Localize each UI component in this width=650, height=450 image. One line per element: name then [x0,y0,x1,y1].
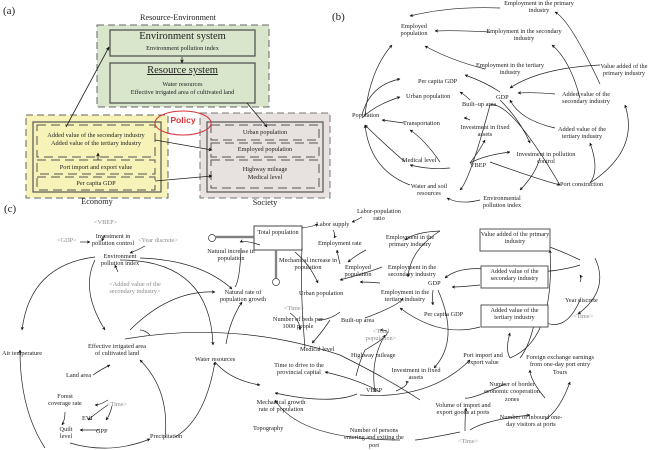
resource-system-title: Resource system [147,65,218,76]
b-investment-pollution-control: Investment in pollution control [516,151,576,166]
water-resources: Water resources [162,81,203,88]
society-region [199,112,331,199]
c-volume-goods: Volume of import and export goods at por… [435,402,491,417]
c-mechanical-growth-rate: Mechanical growth rate of population [256,399,306,414]
b-population: Population [352,112,380,119]
panel-c-label: (c) [4,203,17,215]
c-time-shadow2: <Time> [573,313,594,320]
c-added-value-secondary[interactable]: Added value of the secondary industry [490,268,539,283]
economy-item-gdp: Per capita GDP [76,180,116,187]
c-env-pollution-index: Environment pollution index [100,253,140,268]
c-foreign-exchange: Foreign exchange earnings from one-day p… [526,354,594,376]
c-inbound-visitors: Number of inbound one-day visitors at po… [499,414,563,429]
panel-b-label: (b) [332,11,345,23]
b-added-value-tertiary: Added value of the tertiary industry [557,126,607,141]
society-item-urban: Urban population [242,129,288,136]
c-gdp: GDP [428,280,441,287]
c-topography: Topography [253,425,284,432]
b-employed-population: Employed population [400,23,428,38]
c-natural-rate-growth: Natural rate of population growth [219,289,267,304]
c-gdp-shadow: <GDP> [57,237,77,244]
c-year-discrete: Year discrete [565,297,598,304]
society-item-medical: Medical level [247,174,283,181]
society-item-highway: Highway mileage [242,166,288,173]
c-port-import-export: Port import and export value [463,352,503,367]
c-persons-port: Number of persons entering and exiting t… [344,427,404,449]
c-gpp: GPP [96,428,108,435]
b-employment-primary: Employment in the primary industry [504,0,574,15]
c-time-shadow3: <Time> [107,401,128,408]
b-employment-secondary: Employment in the secondary industry [486,28,562,43]
c-precipitation: Precipitation [150,433,183,440]
b-water-soil: Water and soil resources [410,183,448,198]
b-employment-tertiary: Employment in the tertiary industry [475,62,545,77]
environment-pollution-index: Environment pollution index [146,45,219,52]
b-gdp: GDP [496,94,509,101]
c-beds: Number of beds per 1000 people [272,316,324,331]
c-employment-secondary: Employment in the secondary industry [387,264,437,279]
b-port-construction: Port construction [560,181,604,188]
c-investment-pollution: Investment in pollution control [91,233,135,248]
c-vbep: VBEP [366,387,383,394]
c-evi: EVI [82,415,93,422]
c-employed-population: Employed population [344,264,372,279]
resource-environment-title: Resource-Environment [140,13,216,22]
b-urban-population: Urban population [406,93,451,100]
effective-irrigated-area: Effective irrigated area of cultivated l… [130,89,235,96]
c-year-discrete-shadow: <Year discrete> [138,237,178,244]
c-border-zones: Number of border economic cooperation zo… [484,381,540,403]
b-per-capita-gdp: Per capita GDP [418,78,458,85]
c-employment-rate: Employment rate [318,240,362,247]
b-built-up-area: Built–up area [462,101,497,108]
c-quilt-level: Quilt level [59,426,73,441]
c-highway-mileage: Highway mileage [351,352,396,359]
resource-system-box [109,62,256,104]
c-effective-irrigated: Effective irrigated area of cultivated l… [88,343,146,358]
c-forest-coverage: Forest coverage rate [48,393,82,408]
panel-a-label: (a) [3,5,16,17]
c-value-added-primary[interactable]: Value added of the primary industry [480,231,550,246]
b-investment-fixed-assets: Investment in fixed assets [460,124,510,139]
c-employment-primary: Employment in the primary industry [385,234,435,249]
b-medical-level: Medical level [402,157,437,164]
b-env-pollution-index: Environmental pollution index [482,195,522,210]
society-item-employed: Employed population [237,146,293,153]
c-total-population: Total population [257,229,299,236]
c-built-up-area: Built-up area [341,317,375,324]
society-label: Society [252,198,278,207]
c-medical-level: Medical level [300,346,335,353]
economy-item-tertiary: Added value of the tertiary industry [50,140,142,147]
c-labor-population-ratio: Labor-population ratio [357,208,401,223]
policy-ellipse [154,110,212,136]
b-transportation: Transportation [403,120,440,127]
c-total-population-shadow: <Total population> [365,328,397,343]
economy-label: Economy [81,197,113,206]
c-natural-increase: Natural increase in population [207,248,255,263]
c-investment-fixed-assets: Investment in fixed assets [391,367,441,382]
b-vbep: VBEP [470,162,487,169]
c-added-value-tertiary[interactable]: Added value of the tertiary industry [490,307,539,322]
c-air-temperature: Air temperature [2,350,43,357]
economy-item-port: Port import and export value [59,164,133,171]
c-employment-tertiary: Employment in the tertiary industry [380,289,430,304]
c-mechanical-increase: Mechanical increase in population [278,257,338,272]
economy-item-secondary: Added value of the secondary industry [47,132,145,139]
b-added-value-secondary: Added value of the secondary industry [561,91,611,106]
environment-system-title: Environment system [139,31,226,42]
c-land-area: Land area [66,372,91,379]
b-value-added-primary: Value added of the primary industry [600,63,648,78]
c-vbep-shadow: <VBEP> [94,219,118,226]
policy-label: Policy [170,115,196,125]
c-per-capita-gdp: Per capita GDP [424,311,464,318]
c-time-shadow: <Time> [284,305,305,312]
c-labor-supply: Labor supply [316,221,350,228]
environment-system-box [109,29,256,57]
c-time-to-drive: Time to drive to the provincial capital [274,362,324,377]
c-water-resources: Water resources [195,356,236,363]
c-urban-population: Urban population [299,290,344,297]
c-time-shadow4: <Time> [458,438,479,445]
c-added-secondary-shadow: <Added value of the secondary industry> [109,281,161,296]
